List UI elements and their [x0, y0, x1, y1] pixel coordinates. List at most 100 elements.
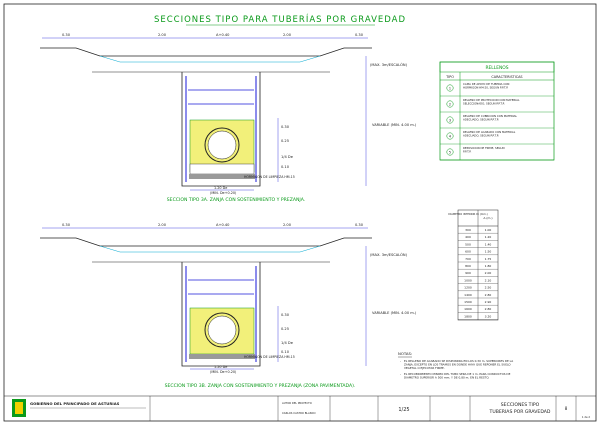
hoja2: 1 de 2 [582, 415, 591, 419]
variable: VARIABLE (MIN. 4.00 m.) [372, 123, 417, 127]
dim-right: 0.30 [355, 33, 364, 37]
dim-center: A+0.40 [216, 33, 230, 37]
col-caracteristicas: CARACTERISTICAS [491, 75, 522, 79]
dim-mid-right: 2.00 [283, 33, 292, 37]
diam-value: 1600 [464, 307, 472, 311]
relleno-number-icon [446, 100, 454, 108]
rellenos-table: RELLENOS TIPO CARACTERISTICAS 1 CAMA DE A… [439, 61, 555, 161]
dim-mid-left: 2.00 [158, 33, 167, 37]
col-tipo: TIPO [445, 75, 454, 79]
dim-left: 0.30 [62, 33, 71, 37]
a-value: 2.10 [485, 278, 492, 282]
section-b-caption: SECCION TIPO 3B. ZANJA CON SOSTENIMIENTO… [165, 383, 356, 389]
dim-right-b: 0.30 [355, 223, 364, 227]
a-value: 1.80 [485, 264, 492, 268]
diam-header: DIAMETRO INTERIOR Di (mm.) [448, 212, 487, 216]
note-item: EL RECUBRIMIENTO MINIMO DEL TUBO SERA DE… [404, 372, 511, 379]
org-name: GOBIERNO DEL PRINCIPADO DE ASTURIAS [30, 401, 120, 406]
v-010: 0.10 [281, 165, 290, 169]
v-010-b: 0.10 [281, 350, 290, 354]
sheet-border [3, 3, 597, 422]
a-value: 1.50 [485, 250, 492, 254]
variable-b: VARIABLE (MIN. 4.00 m.) [372, 311, 417, 315]
diam-value: 700 [465, 257, 471, 261]
relleno-number: 3 [449, 118, 451, 122]
base-min: (MIN. De+0.20) [210, 191, 237, 195]
note-item: EL RELLENO DE ACABADO SE DISPONDRA EN LO… [404, 359, 513, 370]
hoja: 8 [565, 406, 568, 411]
relleno-number-icon [446, 84, 454, 92]
diam-value: 800 [465, 264, 471, 268]
relleno-number: 5 [449, 150, 451, 154]
diam-value: 600 [465, 250, 471, 254]
diam-value: 1800 [464, 314, 472, 318]
v-14-b: 1/4 De [281, 341, 294, 345]
base-width: 1.20 De [214, 186, 227, 190]
max-escalon-b: (MAX. 3m/ESCALÓN) [370, 252, 408, 257]
diam-value: 1400 [464, 293, 472, 297]
diam-value: 1500 [464, 300, 472, 304]
diam-value: 900 [465, 271, 471, 275]
a-value: 2.80 [485, 293, 492, 297]
relleno-number: 4 [449, 134, 451, 138]
v-030-b: 0.30 [281, 313, 290, 317]
dim-center-b: A+0.40 [216, 223, 230, 227]
relleno-number-icon [446, 148, 454, 156]
hormigon-label-b: HORMIGON DE LIMPIEZA HM-15 [244, 355, 295, 359]
diameter-table: DIAMETRO INTERIOR Di (mm.) A (m.) 300 1.0… [448, 209, 499, 321]
plano-title-1: SECCIONES TIPO [501, 402, 540, 408]
dim-mid-right-b: 2.00 [283, 223, 292, 227]
relleno-number: 1 [449, 86, 451, 90]
relleno-number: 2 [449, 102, 451, 106]
a-value: 1.75 [485, 257, 492, 261]
rellenos-header: RELLENOS [485, 65, 508, 71]
a-value: 2.50 [485, 286, 492, 290]
diam-value: 300 [465, 228, 471, 232]
base-min-b: (MIN. De+0.20) [210, 370, 237, 374]
diam-value: 1000 [464, 278, 472, 282]
relleno-number-icon [446, 116, 454, 124]
a-value: 3.20 [485, 314, 492, 318]
v-14: 1/4 De [281, 155, 294, 159]
note-bullet: - [400, 372, 401, 376]
section-a-drawing: 0.30 2.00 A+0.40 2.00 0.30 0.30 0.25 1/4… [40, 33, 417, 203]
notes-title: NOTAS: [398, 351, 412, 356]
sheet-title: SECCIONES TIPO PARA TUBERÍAS POR GRAVEDA… [154, 13, 406, 25]
diam-value: 400 [465, 235, 471, 239]
diam-value: 1200 [464, 286, 472, 290]
plano-title-2: TUBERIAS POR GRAVEDAD [489, 409, 551, 415]
a-value: 1.00 [485, 228, 492, 232]
section-b-drawing: 0.30 2.00 A+0.40 2.00 0.30 0.30 0.25 1/4… [40, 223, 417, 389]
dim-left-b: 0.30 [62, 223, 71, 227]
emblem-cross [15, 402, 23, 414]
dim-mid-left-b: 2.00 [158, 223, 167, 227]
v-025: 0.25 [281, 139, 289, 143]
v-030: 0.30 [281, 125, 290, 129]
relleno-number-icon [446, 132, 454, 140]
escala: 1/25 [398, 407, 409, 413]
a-value: 2.90 [485, 300, 492, 304]
v-025-b: 0.25 [281, 327, 289, 331]
section-a-caption: SECCION TIPO 3A. ZANJA CON SOSTENIMIENTO… [167, 197, 305, 203]
autor-label: AUTOR DEL PROYECTO [282, 401, 312, 405]
base-width-b: 1.20 De [214, 365, 227, 369]
a-header: A (m.) [483, 216, 492, 220]
a-value: 1.20 [485, 235, 492, 239]
a-value: 2.80 [485, 307, 492, 311]
title-block: GOBIERNO DEL PRINCIPADO DE ASTURIAS AUTO… [4, 395, 596, 421]
notes: NOTAS: -EL RELLENO DE ACABADO SE DISPOND… [398, 351, 513, 380]
a-value: 2.00 [485, 271, 492, 275]
note-bullet: - [400, 359, 401, 363]
a-value: 1.40 [485, 242, 492, 246]
hormigon-label: HORMIGON DE LIMPIEZA HM-15 [244, 175, 295, 179]
max-escalon: (MAX. 3m/ESCALÓN) [370, 62, 408, 67]
autor-name: CARLOS CASTRO BLANCO [282, 411, 316, 415]
diam-value: 500 [465, 242, 471, 246]
